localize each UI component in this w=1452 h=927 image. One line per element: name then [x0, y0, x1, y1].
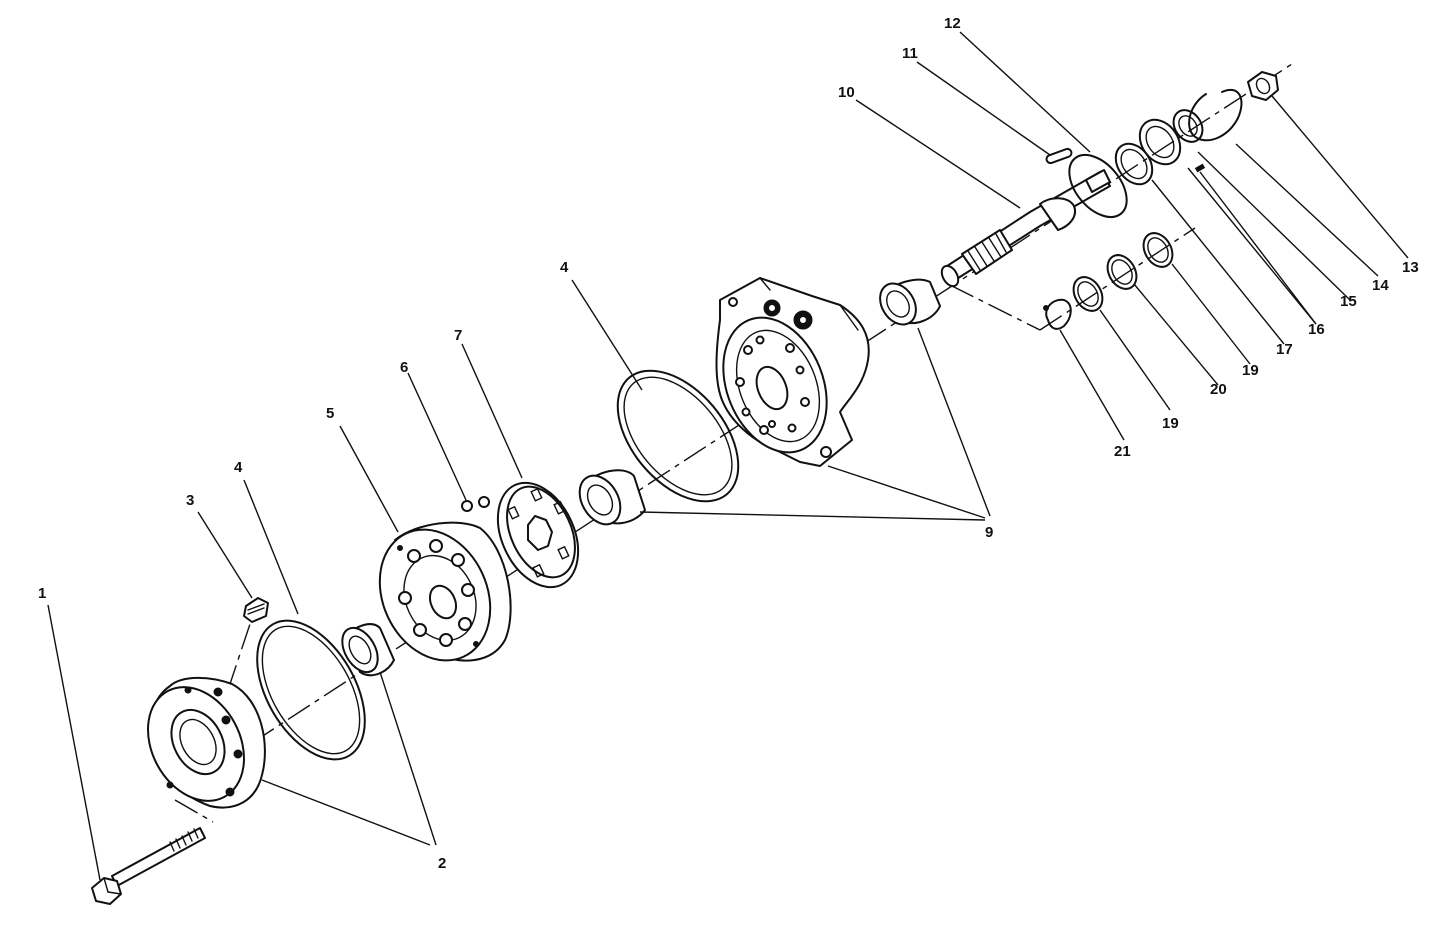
- callout-17: 17: [1276, 341, 1293, 358]
- callout-1: 1: [38, 585, 46, 602]
- seal-ring-front: [256, 619, 366, 761]
- callout-20: 20: [1210, 381, 1227, 398]
- leader-lines: [47, 31, 1409, 881]
- callout-4-rear: 4: [560, 259, 569, 276]
- end-cover: [147, 676, 266, 809]
- callout-3: 3: [186, 492, 194, 509]
- callout-15: 15: [1340, 293, 1357, 310]
- motor-housing: [715, 277, 870, 467]
- callout-10: 10: [838, 84, 855, 101]
- seal-rings-upper: [1114, 109, 1204, 186]
- needle-bearing-rear: [879, 278, 941, 326]
- bushing-front: [578, 469, 646, 526]
- callout-19-lower: 19: [1162, 415, 1179, 432]
- callout-21: 21: [1114, 443, 1131, 460]
- snap-ring-open: [1188, 89, 1243, 142]
- gerotor-housing: [378, 521, 512, 662]
- seal-ring-rear: [616, 369, 740, 503]
- callout-7: 7: [454, 327, 462, 344]
- callout-5: 5: [326, 405, 334, 422]
- needle-bearing-front: [341, 623, 395, 677]
- callout-2: 2: [438, 855, 446, 872]
- hex-nut: [1247, 71, 1279, 101]
- drive-shaft: [940, 169, 1111, 288]
- shaft-key: [1045, 147, 1073, 165]
- callout-19-upper: 19: [1242, 362, 1259, 379]
- seal-rings-lower: [1043, 232, 1174, 330]
- callout-13: 13: [1402, 259, 1419, 276]
- bolt: [91, 827, 206, 905]
- callout-12: 12: [944, 15, 961, 32]
- callout-16: 16: [1308, 321, 1325, 338]
- valve-plate: [496, 481, 580, 589]
- callout-6: 6: [400, 359, 408, 376]
- check-balls: [461, 496, 490, 512]
- pins: [1194, 163, 1206, 173]
- plug: [243, 597, 269, 623]
- callout-4-front: 4: [234, 459, 243, 476]
- callout-14: 14: [1372, 277, 1389, 294]
- callout-labels: 1 2 3 4 4 5 6 7 9 10 11 12 13 14 15 16 1…: [38, 15, 1419, 872]
- snap-ring-large: [1068, 154, 1128, 218]
- callout-9: 9: [985, 524, 993, 541]
- callout-11: 11: [902, 45, 918, 62]
